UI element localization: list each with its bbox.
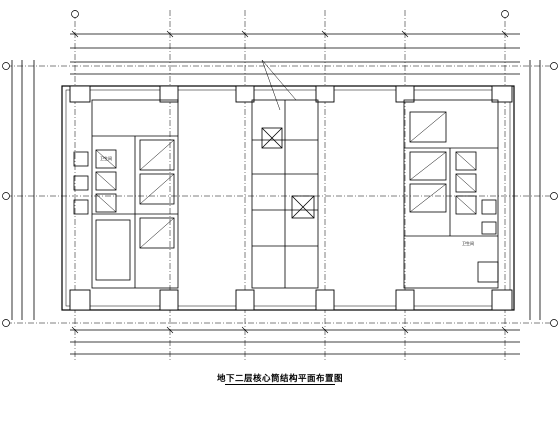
note-left-room: 卫生间 [100, 155, 112, 161]
elevator-shaft [95, 149, 117, 169]
building-outline [61, 85, 515, 311]
right-core-wall [403, 99, 499, 289]
column [235, 85, 255, 103]
axis-bubble-left-b [2, 192, 10, 200]
left-core [73, 99, 179, 289]
inner-wall-line [65, 89, 511, 307]
elevator-shaft [455, 173, 477, 193]
stair [95, 219, 131, 281]
lift-car [409, 151, 447, 181]
shaft [481, 221, 497, 235]
column [491, 85, 513, 103]
elevator-shaft [455, 151, 477, 171]
axis-bubble-right-b [550, 192, 558, 200]
axis-bubble-left-a [2, 62, 10, 70]
outer-wall [61, 85, 515, 311]
lift-car [139, 217, 175, 249]
right-core [403, 99, 499, 289]
note-right-room: 卫生间 [462, 240, 474, 246]
column [235, 289, 255, 311]
axis-bubble-right-c [550, 319, 558, 327]
lift-car [409, 183, 447, 213]
title-underline [225, 384, 335, 385]
elevator-shaft [95, 171, 117, 191]
dimension-ticks [71, 30, 509, 334]
column [491, 289, 513, 311]
column [69, 85, 91, 103]
axis-bubble-top-6 [501, 10, 509, 18]
opening [291, 195, 315, 219]
axis-bubble-right-a [550, 62, 558, 70]
middle-zone [251, 59, 319, 289]
shaft [73, 199, 89, 215]
lift-car [409, 111, 447, 143]
shaft [73, 175, 89, 191]
elevator-shaft [455, 195, 477, 215]
column [395, 289, 415, 311]
axis-bubbles [2, 10, 558, 327]
drawing-title: 地下二层核心筒结构平面布置图 [216, 374, 343, 384]
column [315, 289, 335, 311]
opening [261, 127, 283, 149]
columns [69, 85, 513, 311]
axis-bubble-left-c [2, 319, 10, 327]
column [159, 289, 179, 311]
stair [477, 261, 499, 283]
elevator-shaft [95, 193, 117, 213]
shaft [481, 199, 497, 215]
lift-car [139, 173, 175, 205]
column [315, 85, 335, 103]
column [159, 85, 179, 103]
column [395, 85, 415, 103]
plan-frame [11, 33, 541, 355]
axis-bubble-top-1 [71, 10, 79, 18]
column [69, 289, 91, 311]
shaft [73, 151, 89, 167]
lift-car [139, 139, 175, 171]
